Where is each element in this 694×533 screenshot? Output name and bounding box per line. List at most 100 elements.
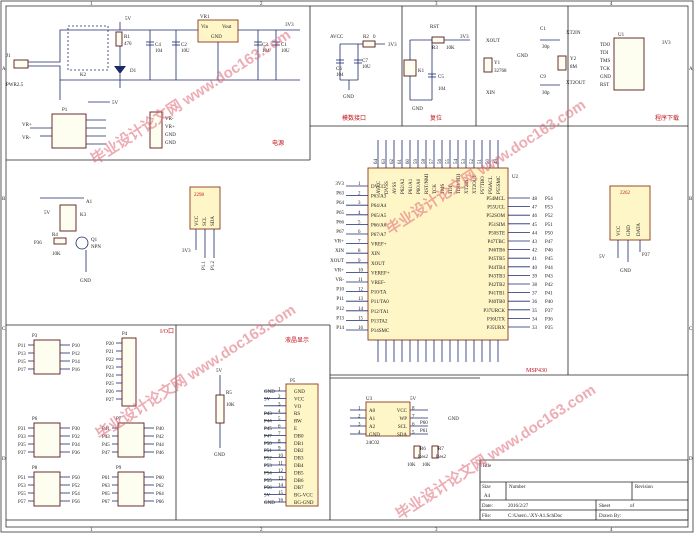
vr-pin-3: GND [165, 133, 176, 138]
sensor-pin-sda: SDA [211, 216, 216, 226]
c1-value: 10U [281, 49, 290, 54]
mcu-right-pin-1: P55UCL [487, 206, 505, 211]
row-marker-d-right: D [689, 457, 693, 462]
mcu-left-net-2: P64 [336, 201, 344, 206]
mcu-right-net-15: P35 [545, 326, 553, 331]
power-jack-ref: J1 [6, 54, 11, 59]
lcd-net-8: P51 [264, 449, 272, 454]
eeprom-left-num-2: 3 [358, 423, 361, 428]
header-p9-right-1: P62 [156, 484, 164, 489]
header-p4-pin-4: P24 [106, 374, 114, 379]
c5-ref: C5 [438, 75, 444, 80]
mcu-top-pin-5: P60/A0 [417, 178, 422, 194]
mcu-left-pin-14: P13TA2 [371, 319, 388, 324]
jtag-header: U1 TDO TDI TMS TCK GND RST 3V3 [600, 33, 671, 91]
eeprom-right-pin-3: SDA [397, 433, 407, 438]
row-marker-a-right: A [689, 67, 693, 72]
k1-ref: K1 [418, 69, 425, 74]
eeprom-right-pin-0: VCC [397, 409, 408, 414]
potentiometer-r5 [215, 394, 225, 424]
header-p8-ref: P8 [32, 466, 38, 471]
jtag-pin-rst: RST [600, 83, 609, 88]
r7-value: 10K [422, 463, 431, 468]
mcu-left-pin-7: XIN [371, 252, 380, 257]
c6-value: 104 [336, 73, 344, 78]
eeprom-right-pin-1: WP [400, 417, 408, 422]
header-p6-ref: P6 [32, 417, 38, 422]
mcu-left-pin-4: P66/A6 [371, 223, 387, 228]
lcd-circuit: 5V R5 10K GND P5 GND1GNDVCC25VVO3RS4P43R… [214, 369, 319, 507]
header-p7-left-3: P47 [102, 451, 110, 456]
ds-5v: 5V [599, 255, 606, 260]
c2-value: 10U [181, 49, 190, 54]
eeprom-left-num-0: 1 [358, 407, 361, 412]
lcd-net-4: P44 [264, 420, 272, 425]
crystal-y1 [483, 57, 493, 73]
header-p1-ref: P1 [62, 108, 68, 113]
lcd-net-10: P53 [264, 464, 272, 469]
p1-left-vr-plus: VR+ [22, 123, 32, 128]
mcu-right-net-11: P41 [545, 292, 553, 297]
sensor-2298-ref: 2298 [194, 193, 205, 198]
c1-crystal-value: 30p [542, 45, 550, 50]
mcu-top-pin-2: AVSS [393, 182, 398, 194]
mcu-right-num-3: 45 [532, 223, 538, 228]
r5-ref: R5 [226, 391, 232, 396]
mcu-right-net-9: P43 [545, 274, 553, 279]
col-marker-4: 4 [610, 2, 613, 7]
xout-label: XOUT [486, 39, 500, 44]
power-circuit: J1 PWR2.5 K2 5V R1 470 D1 C4 104 C2 10U … [6, 15, 300, 149]
mcu-right-net-14: P36 [545, 317, 553, 322]
mcu-left-net-15: P14 [336, 326, 344, 331]
xt2in-label: XT2IN [566, 31, 581, 36]
mcu-left-num-9: 10 [358, 268, 364, 273]
eeprom-p60: P60 [420, 421, 428, 426]
mcu-top-pins: AVCC64DVSS63AVSS62P62/A261P61/A160P60/A0… [374, 140, 502, 362]
y2-value: 8M [570, 65, 578, 70]
lcd-net-3: P43 [264, 412, 272, 417]
mcu-left-net-14: P13 [336, 316, 344, 321]
mcu-right-num-7: 41 [532, 257, 538, 262]
header-p9-right-2: P64 [156, 492, 164, 497]
rst-label: RST [430, 25, 439, 30]
header-p4-pin-5: P25 [106, 382, 114, 387]
header-p3-ref: P3 [32, 334, 38, 339]
mcu-top-num-1: 63 [382, 159, 387, 165]
mcu-right-pin-6: P46TB6 [488, 249, 505, 254]
mcu-left-net-10: VR- [335, 278, 344, 283]
vr1-ref: VR1 [200, 15, 210, 20]
mcu-left-num-14: 15 [358, 316, 364, 321]
c4-ref: C4 [155, 43, 161, 48]
eeprom-left-num-1: 2 [358, 415, 361, 420]
resistor-r1 [115, 31, 123, 47]
lcd-connector-p5 [285, 383, 319, 507]
lcd-net-5: P45 [264, 427, 272, 432]
lcd-pin-6: DB0 [294, 434, 304, 439]
header-p4-ref: P4 [122, 332, 128, 337]
mcu-left-pin-2: P64/A4 [371, 204, 387, 209]
mcu-right-num-11: 37 [532, 292, 538, 297]
size-label: Size [482, 485, 491, 490]
mcu-left-pin-15: P14SMC [371, 329, 390, 334]
header-p7-right-0: P40 [156, 427, 164, 432]
resistor-r3 [431, 36, 445, 44]
c1-crystal-ref: C1 [540, 27, 546, 32]
mcu-right-num-8: 40 [532, 266, 538, 271]
mcu-right-net-12: P40 [545, 300, 553, 305]
mcu-top-num-3: 61 [398, 159, 403, 165]
eeprom-left-pin-1: A1 [369, 417, 376, 422]
mcu-left-pin-9: VEREF+ [371, 271, 390, 276]
header-p8-left-3: P57 [18, 500, 26, 505]
row-marker-c: C [2, 327, 6, 332]
header-p6-body [33, 422, 61, 458]
reset-circuit: RST R3 10K 3V3 K1 C5 104 GND [403, 25, 470, 112]
reset-gnd: GND [412, 107, 423, 112]
col-marker-3: 3 [435, 2, 438, 7]
power-jack [13, 59, 29, 69]
mcu-top-pin-6: RST/NMI [425, 173, 430, 194]
eeprom-right-num-1: 7 [412, 415, 415, 420]
mcu-top-pin-8: TMS [441, 184, 446, 195]
